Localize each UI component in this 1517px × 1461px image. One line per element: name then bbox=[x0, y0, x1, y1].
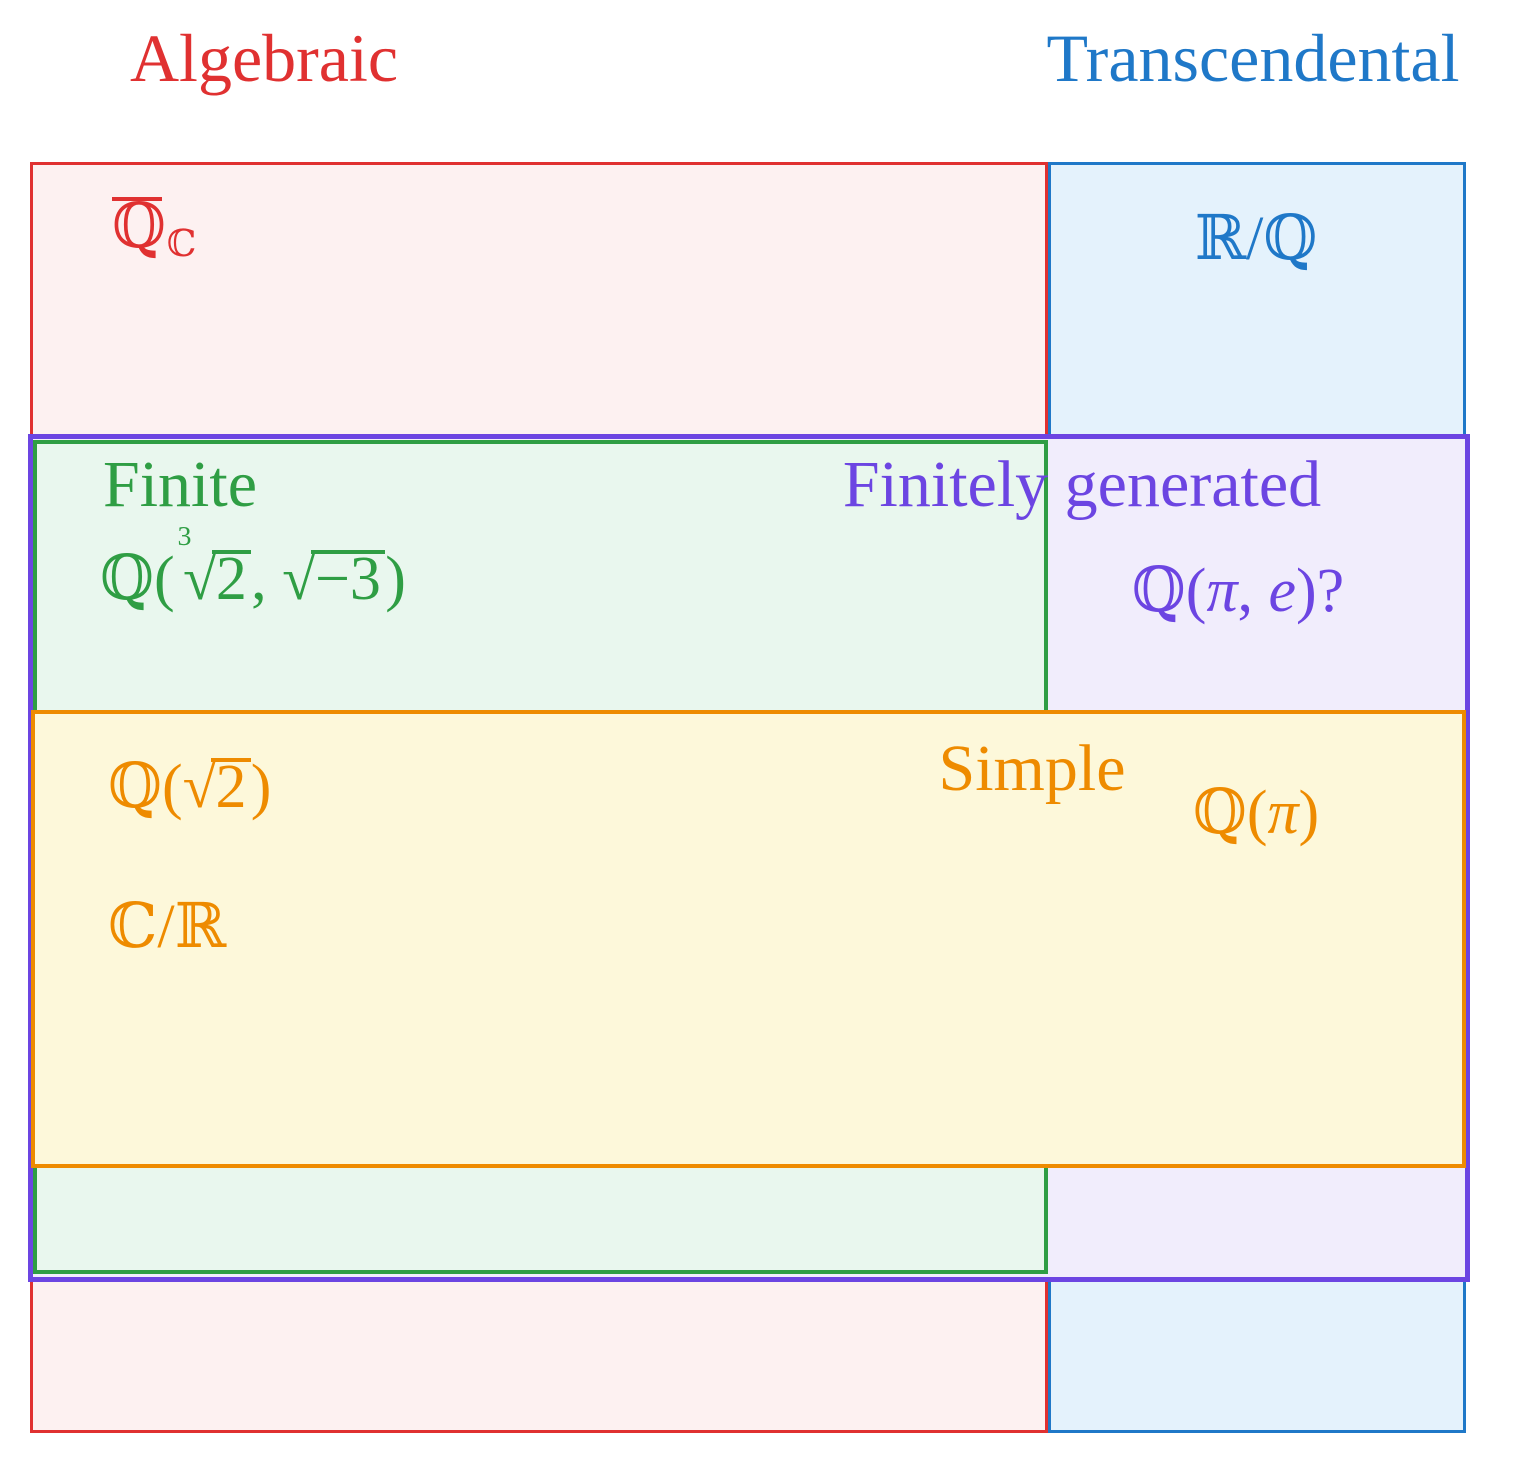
c-over-r-label: ℂ/ℝ bbox=[108, 893, 227, 961]
q-double-struck: ℚ bbox=[112, 193, 167, 261]
square-root: √−3 bbox=[282, 545, 386, 613]
math-separator: , bbox=[1237, 557, 1269, 625]
simple-region bbox=[31, 710, 1466, 1168]
radicand: 2 bbox=[211, 756, 251, 818]
radical-sign: √ bbox=[282, 545, 317, 613]
math-separator: , bbox=[251, 545, 283, 613]
algebraic-closure-label: ℚℂ bbox=[112, 196, 196, 264]
simple-label: Simple bbox=[938, 732, 1126, 805]
algebraic-title: Algebraic bbox=[129, 20, 399, 96]
transcendental-title: Transcendental bbox=[1046, 20, 1460, 96]
radicand: −3 bbox=[310, 548, 386, 610]
radical-sign: √ bbox=[182, 753, 217, 821]
math-suffix: )? bbox=[1296, 557, 1345, 625]
finite-label: Finite bbox=[103, 448, 258, 521]
pi-symbol: π bbox=[1206, 557, 1238, 625]
square-root: √2 bbox=[183, 756, 251, 818]
finitely-generated-label: Finitely generated bbox=[842, 448, 1322, 521]
math-prefix: ℚ( bbox=[1131, 557, 1207, 625]
radicand: 2 bbox=[211, 548, 252, 610]
radical-sign: √ bbox=[183, 545, 218, 613]
q-pi-label: ℚ(π) bbox=[1193, 782, 1319, 844]
reals-over-rationals-label: ℝ/ℚ bbox=[1194, 205, 1318, 273]
math-prefix: ℚ( bbox=[108, 753, 183, 821]
root-index: 3 bbox=[177, 521, 192, 553]
cube-root: 3√2 bbox=[175, 523, 252, 613]
math-prefix: ℚ( bbox=[100, 545, 175, 613]
q-sqrt2-label: ℚ(√2) bbox=[108, 756, 271, 818]
finitely-generated-example-label: ℚ(π, e)? bbox=[1132, 560, 1344, 622]
math-prefix: ℚ( bbox=[1192, 779, 1268, 847]
e-symbol: e bbox=[1268, 557, 1297, 625]
finite-example-label: ℚ(3√2, √−3) bbox=[100, 523, 406, 613]
math-suffix: ) bbox=[385, 545, 406, 613]
math-suffix: ) bbox=[1298, 779, 1320, 847]
pi-symbol: π bbox=[1267, 779, 1299, 847]
c-subscript: ℂ bbox=[166, 224, 197, 266]
overline-q: ℚ bbox=[112, 196, 166, 258]
math-suffix: ) bbox=[250, 753, 272, 821]
